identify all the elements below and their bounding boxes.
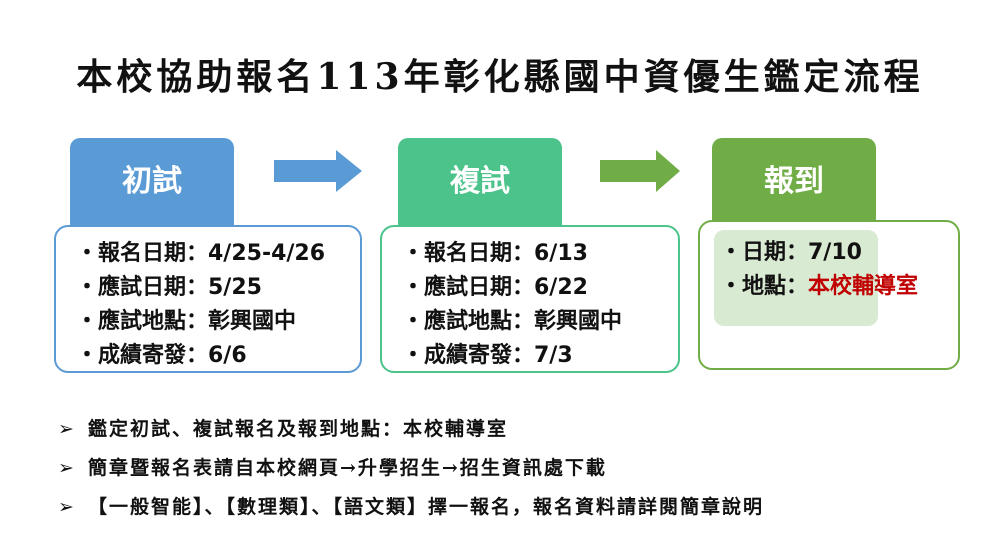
notes-list: ➢鑑定初試、複試報名及報到地點：本校輔導室 ➢簡章暨報名表請自本校網頁→升學招生…	[58, 410, 764, 527]
location-highlight: 本校輔導室	[808, 274, 919, 299]
step-checkin-details: ・日期：7/10 ・地點：本校輔導室	[698, 220, 960, 370]
page-title: 本校協助報名113年彰化縣國中資優生鑑定流程	[76, 56, 924, 98]
list-item: ・應試地點：彰興國中	[402, 309, 623, 334]
step-second-details: ・報名日期：6/13 ・應試日期：6/22 ・應試地點：彰興國中 ・成績寄發：7…	[380, 225, 680, 373]
list-item: ・報名日期：4/25-4/26	[76, 241, 326, 266]
step-initial-details: ・報名日期：4/25-4/26 ・應試日期：5/25 ・應試地點：彰興國中 ・成…	[54, 225, 362, 373]
list-item: ・應試地點：彰興國中	[76, 309, 297, 334]
step-second-label: 複試	[450, 164, 510, 199]
list-item: ・成績寄發：7/3	[402, 343, 573, 368]
note-item: ➢鑑定初試、複試報名及報到地點：本校輔導室	[58, 410, 764, 449]
arrow-right-icon	[274, 150, 362, 192]
list-item: ・日期：7/10	[720, 240, 862, 265]
arrowhead-bullet-icon: ➢	[58, 496, 76, 518]
note-item: ➢【一般智能】、【數理類】、【語文類】擇一報名，報名資料請詳閱簡章說明	[58, 488, 764, 527]
list-item: ・應試日期：6/22	[402, 275, 588, 300]
list-item: ・成績寄發：6/6	[76, 343, 247, 368]
arrowhead-bullet-icon: ➢	[58, 457, 76, 479]
note-item: ➢簡章暨報名表請自本校網頁→升學招生→招生資訊處下載	[58, 449, 764, 488]
step-checkin-highlight-panel	[714, 230, 878, 326]
list-item: ・報名日期：6/13	[402, 241, 588, 266]
step-checkin-label: 報到	[764, 164, 824, 199]
list-item: ・地點：本校輔導室	[720, 274, 919, 299]
step-initial-label: 初試	[122, 164, 182, 199]
arrow-right-icon	[600, 150, 680, 192]
list-item: ・應試日期：5/25	[76, 275, 262, 300]
arrowhead-bullet-icon: ➢	[58, 418, 76, 440]
